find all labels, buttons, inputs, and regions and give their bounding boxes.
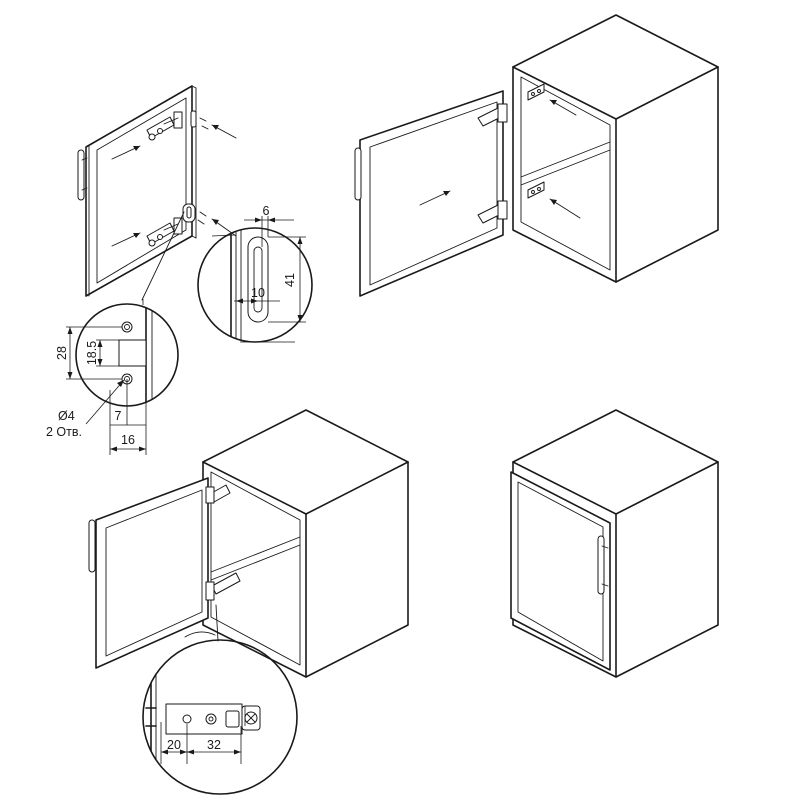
cabinet-attach-panel: [354, 14, 719, 297]
door-panel: [359, 90, 504, 297]
hinge-upper: [205, 484, 231, 504]
mounting-plate-lower: [527, 181, 545, 199]
door-handle: [597, 535, 609, 595]
mounting-plate-upper: [190, 110, 197, 128]
door-panel: [510, 471, 611, 671]
detail-circle-slot: [197, 216, 313, 343]
cabinet-body: [512, 14, 719, 283]
dim-slot-width: 6: [263, 204, 270, 218]
insert-arrows: [111, 117, 237, 301]
hinge-lower: [205, 572, 241, 601]
dim-hole-diameter: Ø4: [58, 409, 75, 423]
mounting-plate-upper: [527, 83, 545, 101]
cabinet-body: [202, 409, 409, 678]
hinge-lower: [146, 217, 183, 247]
leader-line: [215, 604, 219, 642]
detail-circle-hinge-plate: [66, 299, 179, 455]
door-front-view-panel: [77, 85, 237, 301]
dim-slot-length: 41: [283, 273, 297, 287]
door-handle: [88, 519, 96, 573]
cabinet-closed-panel: [510, 409, 719, 678]
door-handle: [77, 149, 88, 201]
mounting-plate-lower: [182, 203, 196, 223]
hinge-upper: [477, 103, 508, 127]
door-handle: [354, 147, 362, 201]
dim-plate-width: 16: [121, 433, 135, 447]
detail-circle-hinge-position: [142, 639, 298, 795]
swing-arc: [184, 631, 216, 638]
hinge-lower: [477, 200, 508, 224]
dim-hinge-pitch: 32: [207, 738, 221, 752]
cabinet-open-door-panel: [88, 409, 409, 678]
dim-slot-offset: 7: [115, 409, 122, 423]
insert-arrows: [419, 99, 581, 219]
dim-slot-height: 18.5: [85, 341, 99, 365]
dim-slot-inner: 10: [251, 286, 265, 300]
door-panel: [95, 477, 209, 669]
door-panel: [85, 85, 197, 297]
dim-hinge-offset: 20: [167, 738, 181, 752]
dim-hole-spacing-height: 28: [55, 346, 69, 360]
dim-hole-count: 2 Отв.: [46, 425, 82, 439]
hinge-upper: [146, 111, 183, 141]
